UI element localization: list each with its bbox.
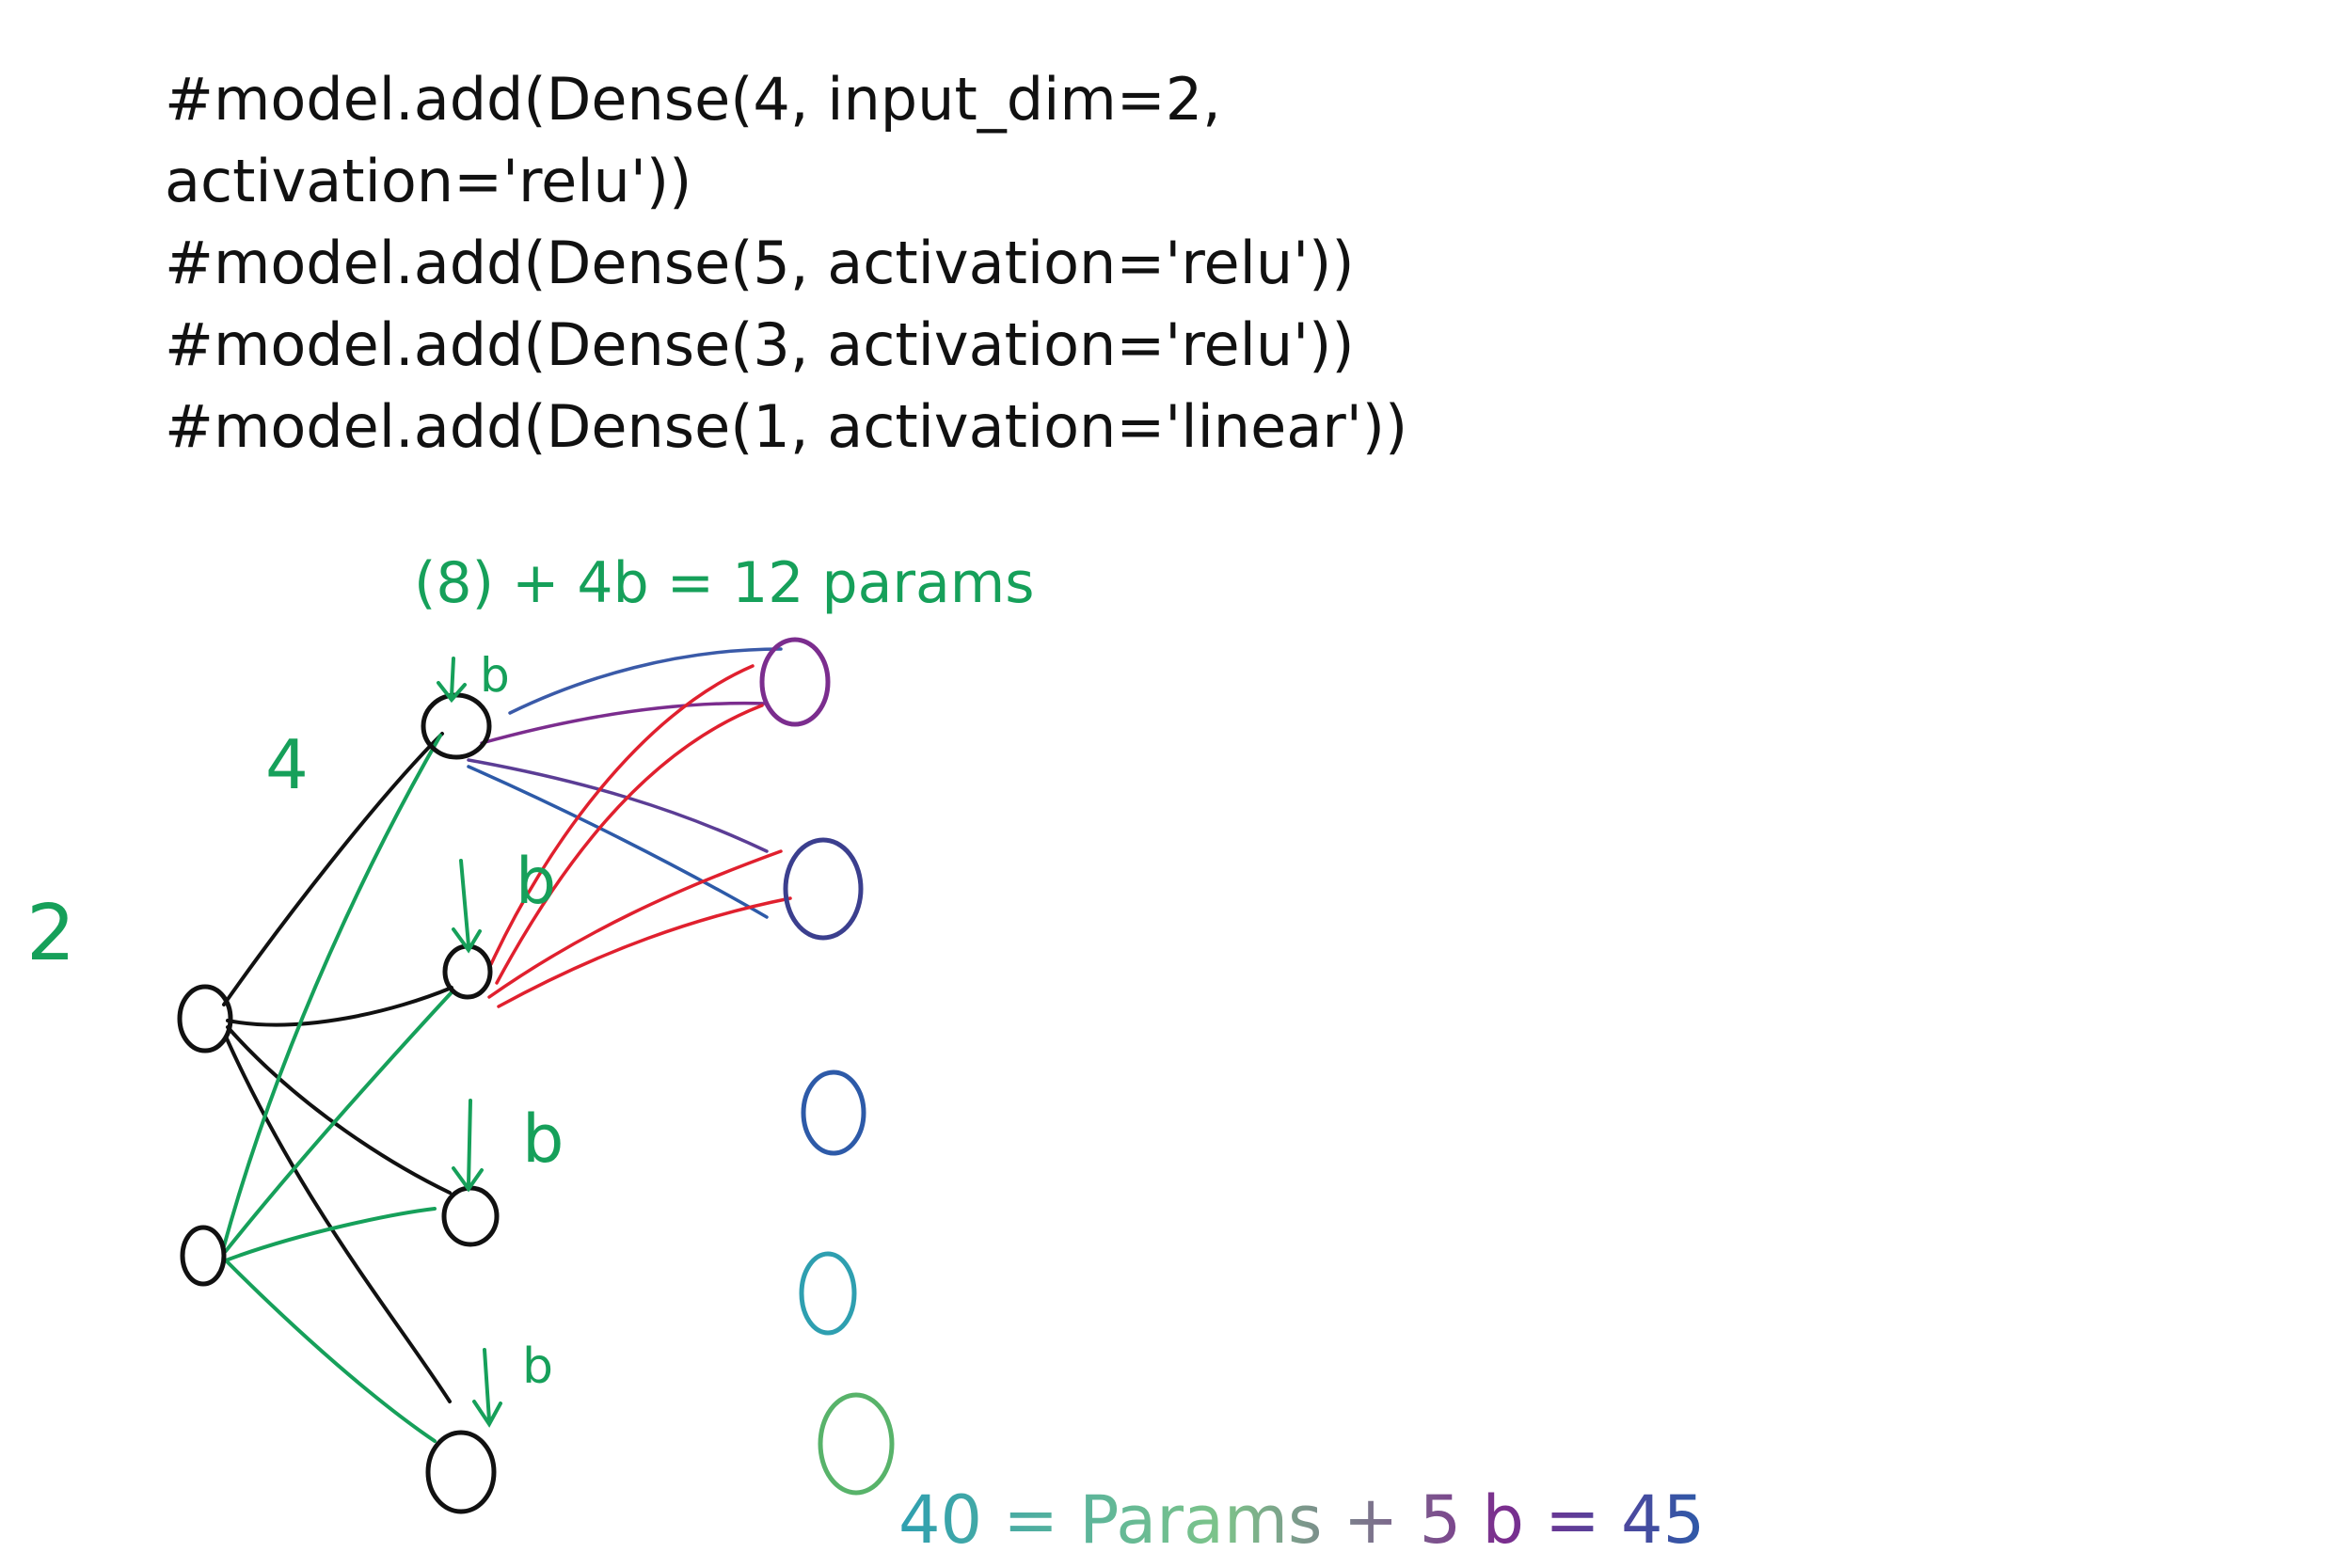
- edge-in2-h2: [224, 990, 453, 1253]
- edge-in2-h4: [224, 1259, 437, 1443]
- hidden1-node-4: [425, 1430, 497, 1514]
- layer2-node-1: [759, 637, 831, 727]
- bias-arrow-3: [452, 1099, 484, 1193]
- edge-in2-h1: [222, 734, 442, 1248]
- edge-in1-h2: [226, 986, 453, 1027]
- edge-in1-h4: [224, 1035, 452, 1403]
- layer2-node-3: [801, 1069, 866, 1156]
- code-line-5: #model.add(Dense(1, activation='linear')…: [165, 392, 1408, 461]
- bias-arrows: [437, 657, 502, 1428]
- bias-label-3: b: [522, 1101, 564, 1178]
- bias-arrow-2: [452, 859, 482, 954]
- hidden2-to-layer2-edges: [487, 664, 792, 1008]
- code-line-3: #model.add(Dense(5, activation='relu')): [165, 229, 1355, 297]
- input-node-2: [180, 1225, 227, 1287]
- code-line-2: activation='relu')): [165, 147, 692, 215]
- bias-label-4: b: [522, 1338, 553, 1395]
- edge-in2-h3: [224, 1207, 437, 1262]
- hidden1-count-label: 4: [265, 725, 309, 804]
- edge-in1-h3: [226, 1025, 452, 1195]
- layer2-node-5: [818, 1392, 895, 1496]
- input-layer: [177, 984, 233, 1287]
- edge-h1-l2a-2: [480, 701, 769, 745]
- bias-label-2: b: [516, 845, 556, 919]
- edge-h1-l2b-2: [467, 765, 769, 919]
- bias-arrow-4: [472, 1348, 502, 1428]
- input-node-1: [177, 984, 233, 1053]
- edge-h2-l2b-2: [497, 896, 792, 1008]
- edge-h1-l2a: [508, 647, 783, 715]
- edge-h2-l2a-2: [495, 704, 764, 985]
- code-line-1: #model.add(Dense(4, input_dim=2,: [165, 65, 1221, 134]
- layer2-node-2: [783, 837, 864, 941]
- bias-label-1: b: [480, 648, 510, 703]
- hidden1-node-2: [442, 943, 493, 1000]
- hidden-layer-1: [421, 692, 500, 1514]
- input-to-hidden1-edges: [222, 732, 453, 1403]
- hidden-layer-2: [759, 637, 895, 1496]
- edge-in1-h1: [222, 732, 444, 1006]
- bias-labels: b b b b: [480, 648, 564, 1395]
- edge-h2-l2b: [487, 849, 783, 999]
- layer2-params-label: 40 = Params + 5 b = 45: [898, 1481, 1705, 1559]
- hidden1-node-1: [421, 692, 492, 760]
- hidden1-node-3: [441, 1185, 500, 1247]
- code-line-4: #model.add(Dense(3, activation='relu')): [165, 310, 1355, 379]
- input-count-label: 2: [26, 889, 75, 978]
- edge-h2-l2a: [489, 664, 755, 966]
- layer2-node-4: [799, 1251, 857, 1336]
- layer1-params-label: (8) + 4b = 12 params: [414, 550, 1035, 616]
- input2-to-hidden1-edges: [222, 734, 453, 1443]
- hidden1-to-layer2-edges: [467, 647, 783, 919]
- bias-arrow-1: [437, 657, 467, 704]
- code-block: #model.add(Dense(4, input_dim=2, activati…: [165, 58, 1407, 467]
